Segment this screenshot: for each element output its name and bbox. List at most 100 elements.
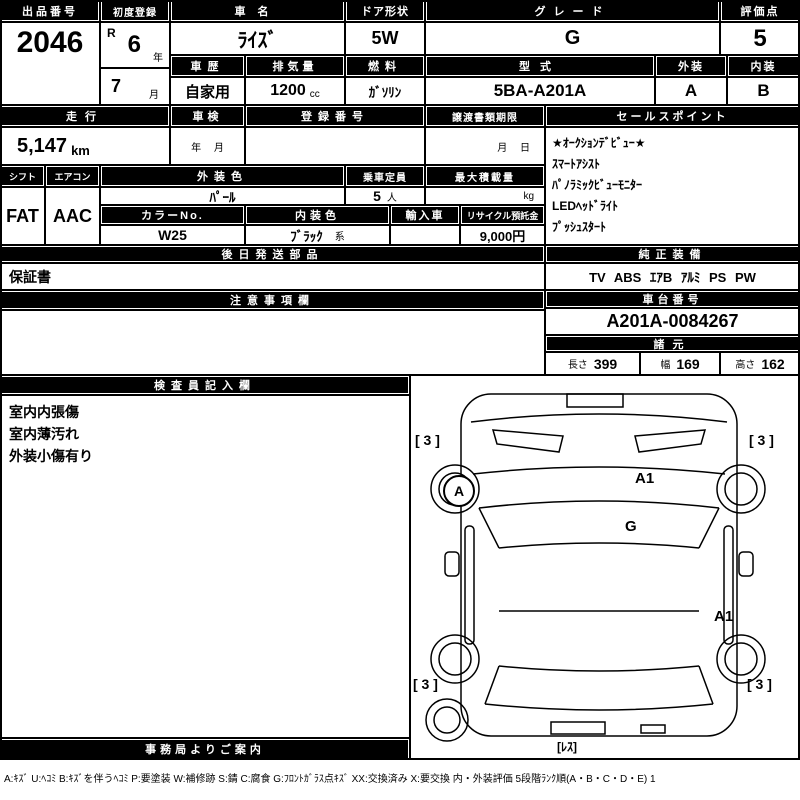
max-load-cell: kg	[425, 187, 545, 205]
sales-point-line: ｽﾏｰﾄｱｼｽﾄ	[552, 157, 601, 171]
model-code: 5BA-A201A	[493, 81, 587, 100]
inspector-header: 検査員記入欄	[0, 375, 410, 395]
later-parts-cell: 保証書	[0, 263, 545, 290]
fuel-header: 燃料	[345, 55, 425, 77]
interior-color-cell: ﾌﾞﾗｯｸ 系	[245, 225, 390, 245]
color-no-cell: W25	[100, 225, 245, 245]
aircon-cell: AAC	[45, 187, 100, 245]
mileage-unit: km	[71, 143, 90, 158]
sales-point-header: セールスポイント	[545, 105, 800, 127]
recycle-deposit: 9,000円	[479, 228, 526, 244]
recycle-cell: 9,000円	[460, 225, 545, 245]
interior-grade-cell: B	[727, 77, 800, 105]
month-unit: 月	[149, 90, 159, 101]
max-load-header: 最大積載量	[425, 165, 545, 187]
side-damage-mark: A1	[714, 608, 734, 625]
car-name-cell: ﾗｲｽﾞ	[170, 22, 345, 55]
recycle-header: リサイクル預託金	[460, 205, 545, 225]
length-label: 長さ	[567, 360, 588, 371]
auction-no-header: 出品番号	[0, 0, 100, 22]
specs-header: 諸元	[545, 335, 800, 352]
interior-grade: B	[757, 81, 770, 100]
grade-header: グレード	[425, 0, 720, 22]
first-reg-header: 初度登録	[100, 0, 170, 22]
inspection-header: 車検	[170, 105, 245, 127]
tire-mark-front-left: [ 3 ]	[415, 432, 440, 448]
score-header: 評価点	[720, 0, 800, 22]
chassis-no: A201A-0084267	[606, 311, 739, 331]
auction-no: 2046	[16, 26, 84, 59]
capacity-value: 5	[373, 188, 381, 204]
length-value: 399	[593, 355, 618, 372]
spec-width-cell: 幅 169	[640, 352, 720, 375]
door-shape: 5W	[371, 28, 399, 48]
model-cell: 5BA-A201A	[425, 77, 655, 105]
displacement-header: 排気量	[245, 55, 345, 77]
chassis-no-cell: A201A-0084267	[545, 308, 800, 335]
color-no: W25	[158, 227, 187, 243]
fuel: ｶﾞｿﾘﾝ	[368, 84, 402, 100]
sales-point-line: ★ｵｰｸｼｮﾝﾃﾞﾋﾞｭｰ★	[552, 136, 646, 150]
sales-point-line: ﾌﾟｯｼｭｽﾀｰﾄ	[552, 220, 607, 234]
interior-header: 内装	[727, 55, 800, 77]
exterior-color: ﾊﾟｰﾙ	[209, 189, 236, 205]
displacement: 1200	[270, 82, 306, 99]
grade: G	[564, 27, 581, 49]
interior-color-suffix: 系	[334, 231, 345, 243]
later-parts-header: 後日発送部品	[0, 245, 545, 263]
capacity-unit: 人	[386, 192, 397, 204]
spec-height-cell: 高さ 162	[720, 352, 800, 375]
chassis-no-header: 車台番号	[545, 290, 800, 308]
aircon-header: エアコン	[45, 165, 100, 187]
max-load-unit: kg	[523, 190, 534, 202]
width-value: 169	[676, 355, 700, 372]
car-name-header: 車名	[170, 0, 345, 22]
circled-damage-mark: A	[443, 475, 475, 507]
exterior-color-header: 外装色	[100, 165, 345, 187]
exterior-grade: A	[684, 81, 698, 100]
windshield-damage-mark: G	[625, 518, 637, 535]
inspection-cell: 年 月	[170, 127, 245, 165]
inspector-notes-cell: 室内内張傷 室内薄汚れ 外装小傷有り	[0, 395, 410, 738]
tire-mark-rear-left: [ 3 ]	[413, 676, 438, 692]
import-cell	[390, 225, 460, 245]
capacity-cell: 5 人	[345, 187, 425, 205]
genuine-equip-cell: TV ABS ｴｱB ｱﾙﾐ PS PW	[545, 263, 800, 290]
sales-point-line: ﾊﾟﾉﾗﾐｯｸﾋﾞｭｰﾓﾆﾀｰ	[552, 178, 643, 192]
spare-tire-mark: [ﾚｽ]	[557, 740, 577, 754]
sales-points-cell: ★ｵｰｸｼｮﾝﾃﾞﾋﾞｭｰ★ ｽﾏｰﾄｱｼｽﾄ ﾊﾟﾉﾗﾐｯｸﾋﾞｭｰﾓﾆﾀｰ …	[545, 127, 800, 245]
car-diagram-panel: [ 3 ] [ 3 ] [ 3 ] [ 3 ] A A1 G A1 [ﾚｽ]	[410, 375, 800, 760]
first-reg-month: 7	[111, 76, 122, 96]
displacement-cell: 1200 cc	[245, 77, 345, 105]
width-label: 幅	[660, 360, 671, 371]
exterior-color-cell: ﾊﾟｰﾙ	[100, 187, 345, 205]
exterior-grade-cell: A	[655, 77, 727, 105]
car-name: ﾗｲｽﾞ	[237, 30, 278, 52]
exterior-header: 外装	[655, 55, 727, 77]
tire-mark-front-right: [ 3 ]	[749, 432, 774, 448]
color-no-header: カラーNo.	[100, 205, 245, 225]
height-value: 162	[761, 355, 785, 372]
mileage-value: 5,147	[17, 134, 68, 157]
registration-cell	[245, 127, 425, 165]
height-label: 高さ	[735, 360, 756, 371]
score-cell: 5	[720, 22, 800, 55]
mileage-cell: 5,147 km	[0, 127, 170, 165]
office-header: 事務局よりご案内	[0, 738, 410, 760]
genuine-equip-header: 純正装備	[545, 245, 800, 263]
displacement-unit: cc	[309, 89, 320, 100]
inspector-note-line: 室内薄汚れ	[9, 426, 79, 442]
spec-length-cell: 長さ 399	[545, 352, 640, 375]
inspection-value: 年 月	[191, 142, 224, 154]
first-reg-year-cell: R 6 年	[100, 22, 170, 68]
damage-code-legend: A:ｷｽﾞ U:ﾍｺﾐ B:ｷｽﾞを伴うﾍｺﾐ P:要塗装 W:補修跡 S:錆 …	[4, 774, 656, 785]
door-shape-header: ドア形状	[345, 0, 425, 22]
notes-cell	[0, 310, 545, 375]
fuel-cell: ｶﾞｿﾘﾝ	[345, 77, 425, 105]
transfer-deadline-cell: 月 日	[425, 127, 545, 165]
first-reg-year: 6	[127, 31, 142, 58]
first-reg-month-cell: 7 月	[100, 68, 170, 105]
shift-cell: FAT	[0, 187, 45, 245]
genuine-equip-value: TV ABS ｴｱB ｱﾙﾐ PS PW	[589, 270, 756, 285]
